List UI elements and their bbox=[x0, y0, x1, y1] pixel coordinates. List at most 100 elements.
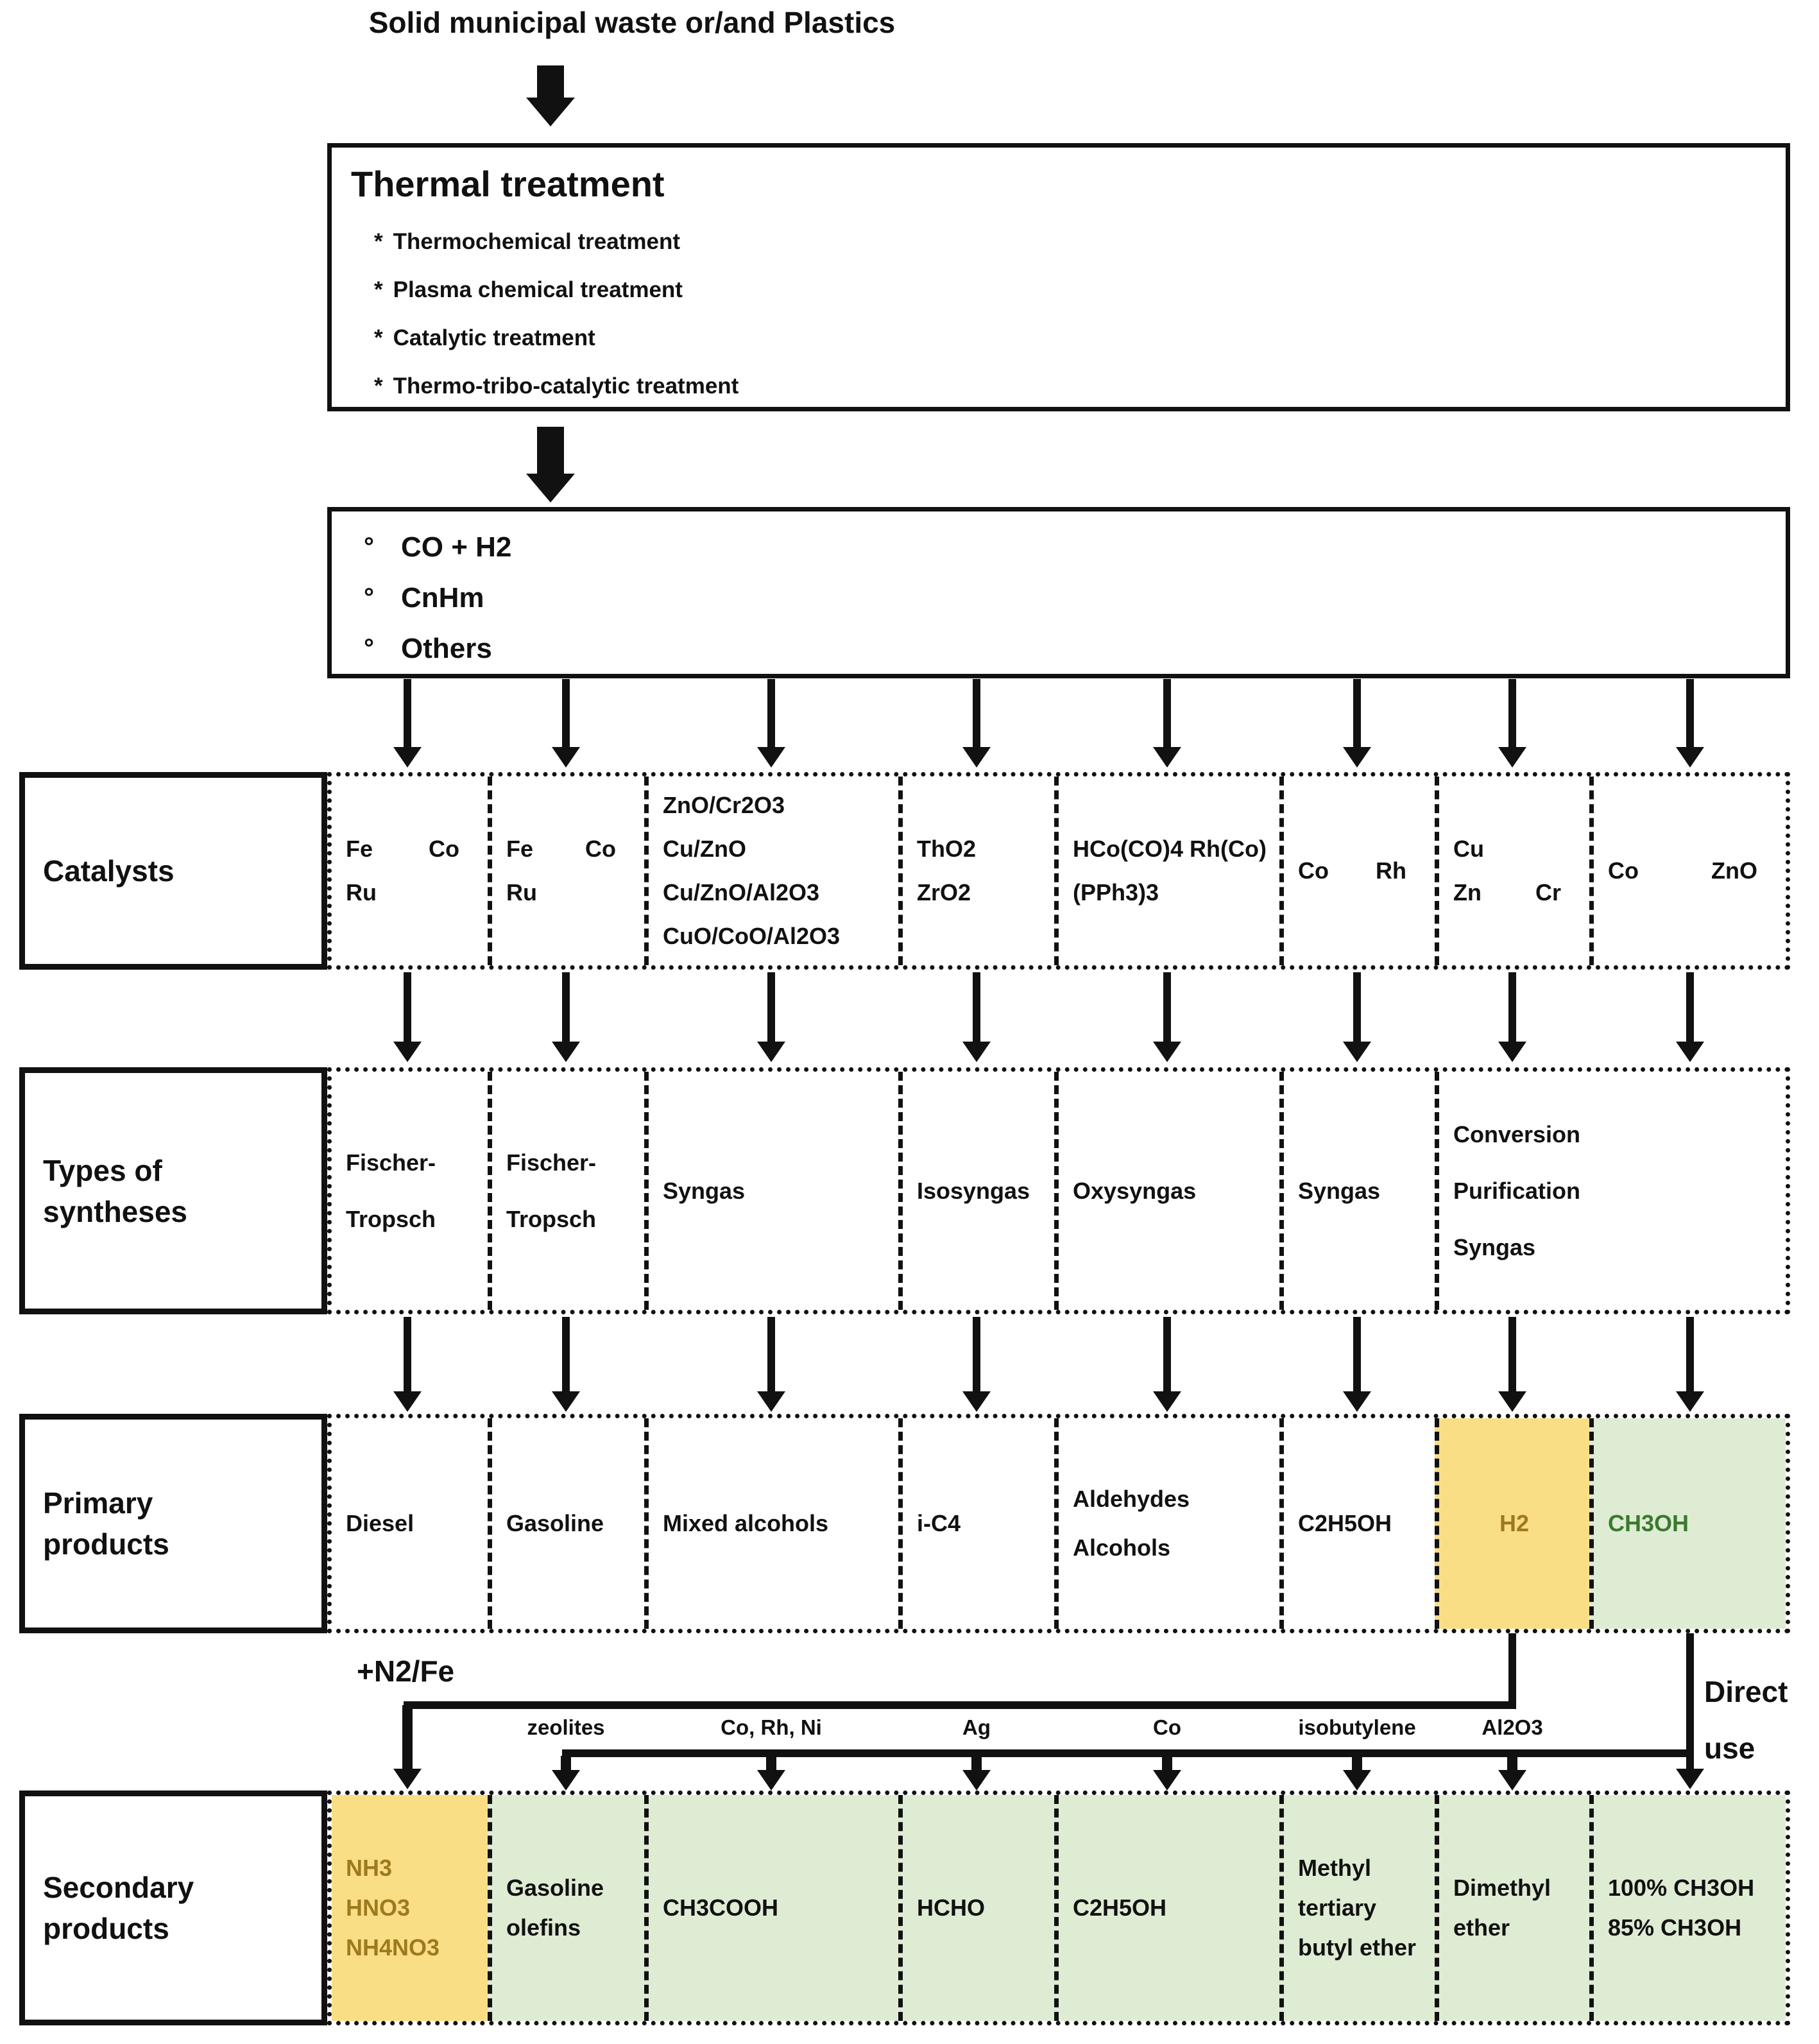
cell-line: 85% CH3OH bbox=[1608, 1908, 1786, 1948]
cell-text: Cu/ZnO/Al2O3 bbox=[663, 879, 820, 906]
branch-arrow-icon bbox=[757, 1756, 785, 1791]
down-arrow-icon bbox=[552, 1317, 580, 1412]
cell-line: ether bbox=[1453, 1908, 1589, 1948]
cell-line: Methyl bbox=[1298, 1848, 1435, 1888]
cell-line: Gasoline bbox=[506, 1499, 644, 1548]
cell-line: Oxysyngas bbox=[1073, 1163, 1279, 1219]
primary-cell-mixed-alcohols: Mixed alcohols bbox=[644, 1418, 898, 1629]
cell-line: 100% CH3OH bbox=[1608, 1868, 1786, 1908]
cell-line: CuO/CoO/Al2O3 bbox=[663, 915, 898, 958]
catalysts-cell-5: HCo(CO)4 Rh(Co) (PPh3)3 bbox=[1054, 777, 1279, 965]
cell-text: 85% CH3OH bbox=[1608, 1914, 1742, 1941]
cell-text: Co bbox=[1298, 857, 1329, 884]
primary-cell-h2: H2 bbox=[1435, 1418, 1589, 1629]
down-arrow-icon bbox=[1153, 679, 1181, 768]
synthesis-cell-4: Isosyngas bbox=[898, 1072, 1054, 1310]
primary-cell-aldehydes: Aldehydes Alcohols bbox=[1054, 1418, 1279, 1629]
cell-text: i-C4 bbox=[917, 1510, 961, 1536]
cell-text: Fe bbox=[506, 836, 534, 862]
asterisk-bullet-icon: * bbox=[374, 374, 383, 399]
asterisk-bullet-icon: * bbox=[374, 325, 383, 350]
branch-label-co-rh-ni: Co, Rh, Ni bbox=[721, 1715, 822, 1739]
cell-text: Syngas bbox=[1453, 1233, 1536, 1260]
syntheses-row: Fischer- Tropsch Fischer- Tropsch Syngas… bbox=[327, 1067, 1790, 1314]
thermal-treatment-box: Thermal treatment *Thermochemical treatm… bbox=[327, 143, 1790, 411]
cell-line: Cu/ZnO/Al2O3 bbox=[663, 871, 898, 915]
ch3oh-direct-use-arrow-icon bbox=[1676, 1633, 1704, 1789]
secondary-row: NH3 HNO3 NH4NO3 Gasoline olefins CH3COOH… bbox=[327, 1791, 1790, 2025]
cell-text: Methyl bbox=[1298, 1855, 1372, 1881]
list-item: *Plasma chemical treatment bbox=[374, 266, 1786, 314]
cell-text: Co bbox=[429, 836, 459, 862]
cell-text: CH3COOH bbox=[663, 1894, 779, 1921]
cell-line: NH3 bbox=[346, 1848, 488, 1888]
cell-line: ZrO2 bbox=[917, 871, 1054, 915]
cell-line: C2H5OH bbox=[1298, 1499, 1435, 1548]
label-text: Secondary bbox=[43, 1871, 194, 1904]
primary-cell-ic4: i-C4 bbox=[898, 1418, 1054, 1629]
cell-text: Fischer- bbox=[506, 1149, 597, 1176]
cell-text: Ru bbox=[346, 879, 377, 906]
cell-text: Conversion bbox=[1453, 1121, 1581, 1147]
down-arrow-icon bbox=[1153, 972, 1181, 1062]
synthesis-cell-7: Conversion Purification Syngas bbox=[1435, 1072, 1786, 1310]
cell-line: Aldehydes bbox=[1073, 1475, 1279, 1524]
down-arrow-icon bbox=[1343, 679, 1371, 768]
primary-cell-diesel: Diesel bbox=[332, 1418, 488, 1629]
secondary-cell-ch3cooh: CH3COOH bbox=[644, 1795, 898, 2021]
cell-line: HNO3 bbox=[346, 1888, 488, 1928]
cell-text: Purification bbox=[1453, 1177, 1581, 1204]
cell-line: Ru bbox=[506, 871, 644, 915]
cell-text: NH3 bbox=[346, 1855, 393, 1881]
h2-drop-line bbox=[1508, 1633, 1516, 1705]
cell-line: CH3OH bbox=[1608, 1499, 1786, 1548]
label-text: products bbox=[43, 1912, 169, 1945]
list-item-text: Thermochemical treatment bbox=[393, 229, 680, 254]
cell-line: Tropsch bbox=[346, 1191, 488, 1248]
cell-text: Co bbox=[1608, 857, 1639, 884]
primary-cell-gasoline: Gasoline bbox=[488, 1418, 644, 1629]
cell-line: tertiary bbox=[1298, 1888, 1435, 1928]
down-arrow-icon bbox=[1676, 679, 1704, 768]
cell-text: ZnO bbox=[1711, 857, 1757, 884]
cell-line: HCHO bbox=[917, 1888, 1054, 1928]
gas-products-box: °CO + H2 °CnHm °Others bbox=[327, 507, 1790, 678]
cell-line: i-C4 bbox=[917, 1499, 1054, 1548]
cell-text: Dimethyl bbox=[1453, 1875, 1551, 1901]
asterisk-bullet-icon: * bbox=[374, 277, 383, 302]
secondary-cell-hcho: HCHO bbox=[898, 1795, 1054, 2021]
down-arrow-icon bbox=[962, 1317, 991, 1412]
branch-label-ag: Ag bbox=[962, 1715, 991, 1739]
branch-arrow-icon bbox=[552, 1756, 580, 1791]
list-item-text: CO + H2 bbox=[401, 531, 512, 563]
diagram-title: Solid municipal waste or/and Plastics bbox=[368, 6, 896, 39]
down-arrow-icon bbox=[1343, 972, 1371, 1062]
direct-use-label: Direct use bbox=[1704, 1663, 1788, 1776]
cell-text: Rh bbox=[1376, 857, 1406, 884]
branch-arrow-icon bbox=[1343, 1756, 1371, 1791]
cell-text: ZrO2 bbox=[917, 879, 971, 906]
catalysts-cell-3: ZnO/Cr2O3 Cu/ZnO Cu/ZnO/Al2O3 CuO/CoO/Al… bbox=[644, 777, 898, 965]
list-item: * Catalytic treatment bbox=[374, 314, 1786, 362]
branch-label-al2o3: Al2O3 bbox=[1482, 1715, 1543, 1739]
cell-text: Alcohols bbox=[1073, 1534, 1171, 1561]
cell-text: NH4NO3 bbox=[346, 1934, 440, 1961]
branch-label-zeolites: zeolites bbox=[527, 1715, 605, 1739]
down-arrow-icon bbox=[393, 679, 422, 768]
secondary-cell-mtbe: Methyl tertiary butyl ether bbox=[1279, 1795, 1435, 2021]
list-item-text: Catalytic treatment bbox=[393, 325, 595, 350]
secondary-cell-dme: Dimethyl ether bbox=[1435, 1795, 1589, 2021]
cell-text: Gasoline bbox=[506, 1875, 604, 1901]
thermal-box-items: * Thermochemical treatment *Plasma chemic… bbox=[374, 218, 1786, 410]
cell-line: ThO2 bbox=[917, 827, 1054, 871]
cell-line: CH3COOH bbox=[663, 1888, 898, 1928]
label-text: Types of bbox=[43, 1153, 162, 1187]
cell-line: olefins bbox=[506, 1908, 644, 1948]
cell-text: Co bbox=[585, 836, 616, 862]
synthesis-cell-1: Fischer- Tropsch bbox=[332, 1072, 488, 1310]
cell-text: CH3OH bbox=[1608, 1510, 1689, 1536]
cell-text: Tropsch bbox=[346, 1205, 436, 1232]
